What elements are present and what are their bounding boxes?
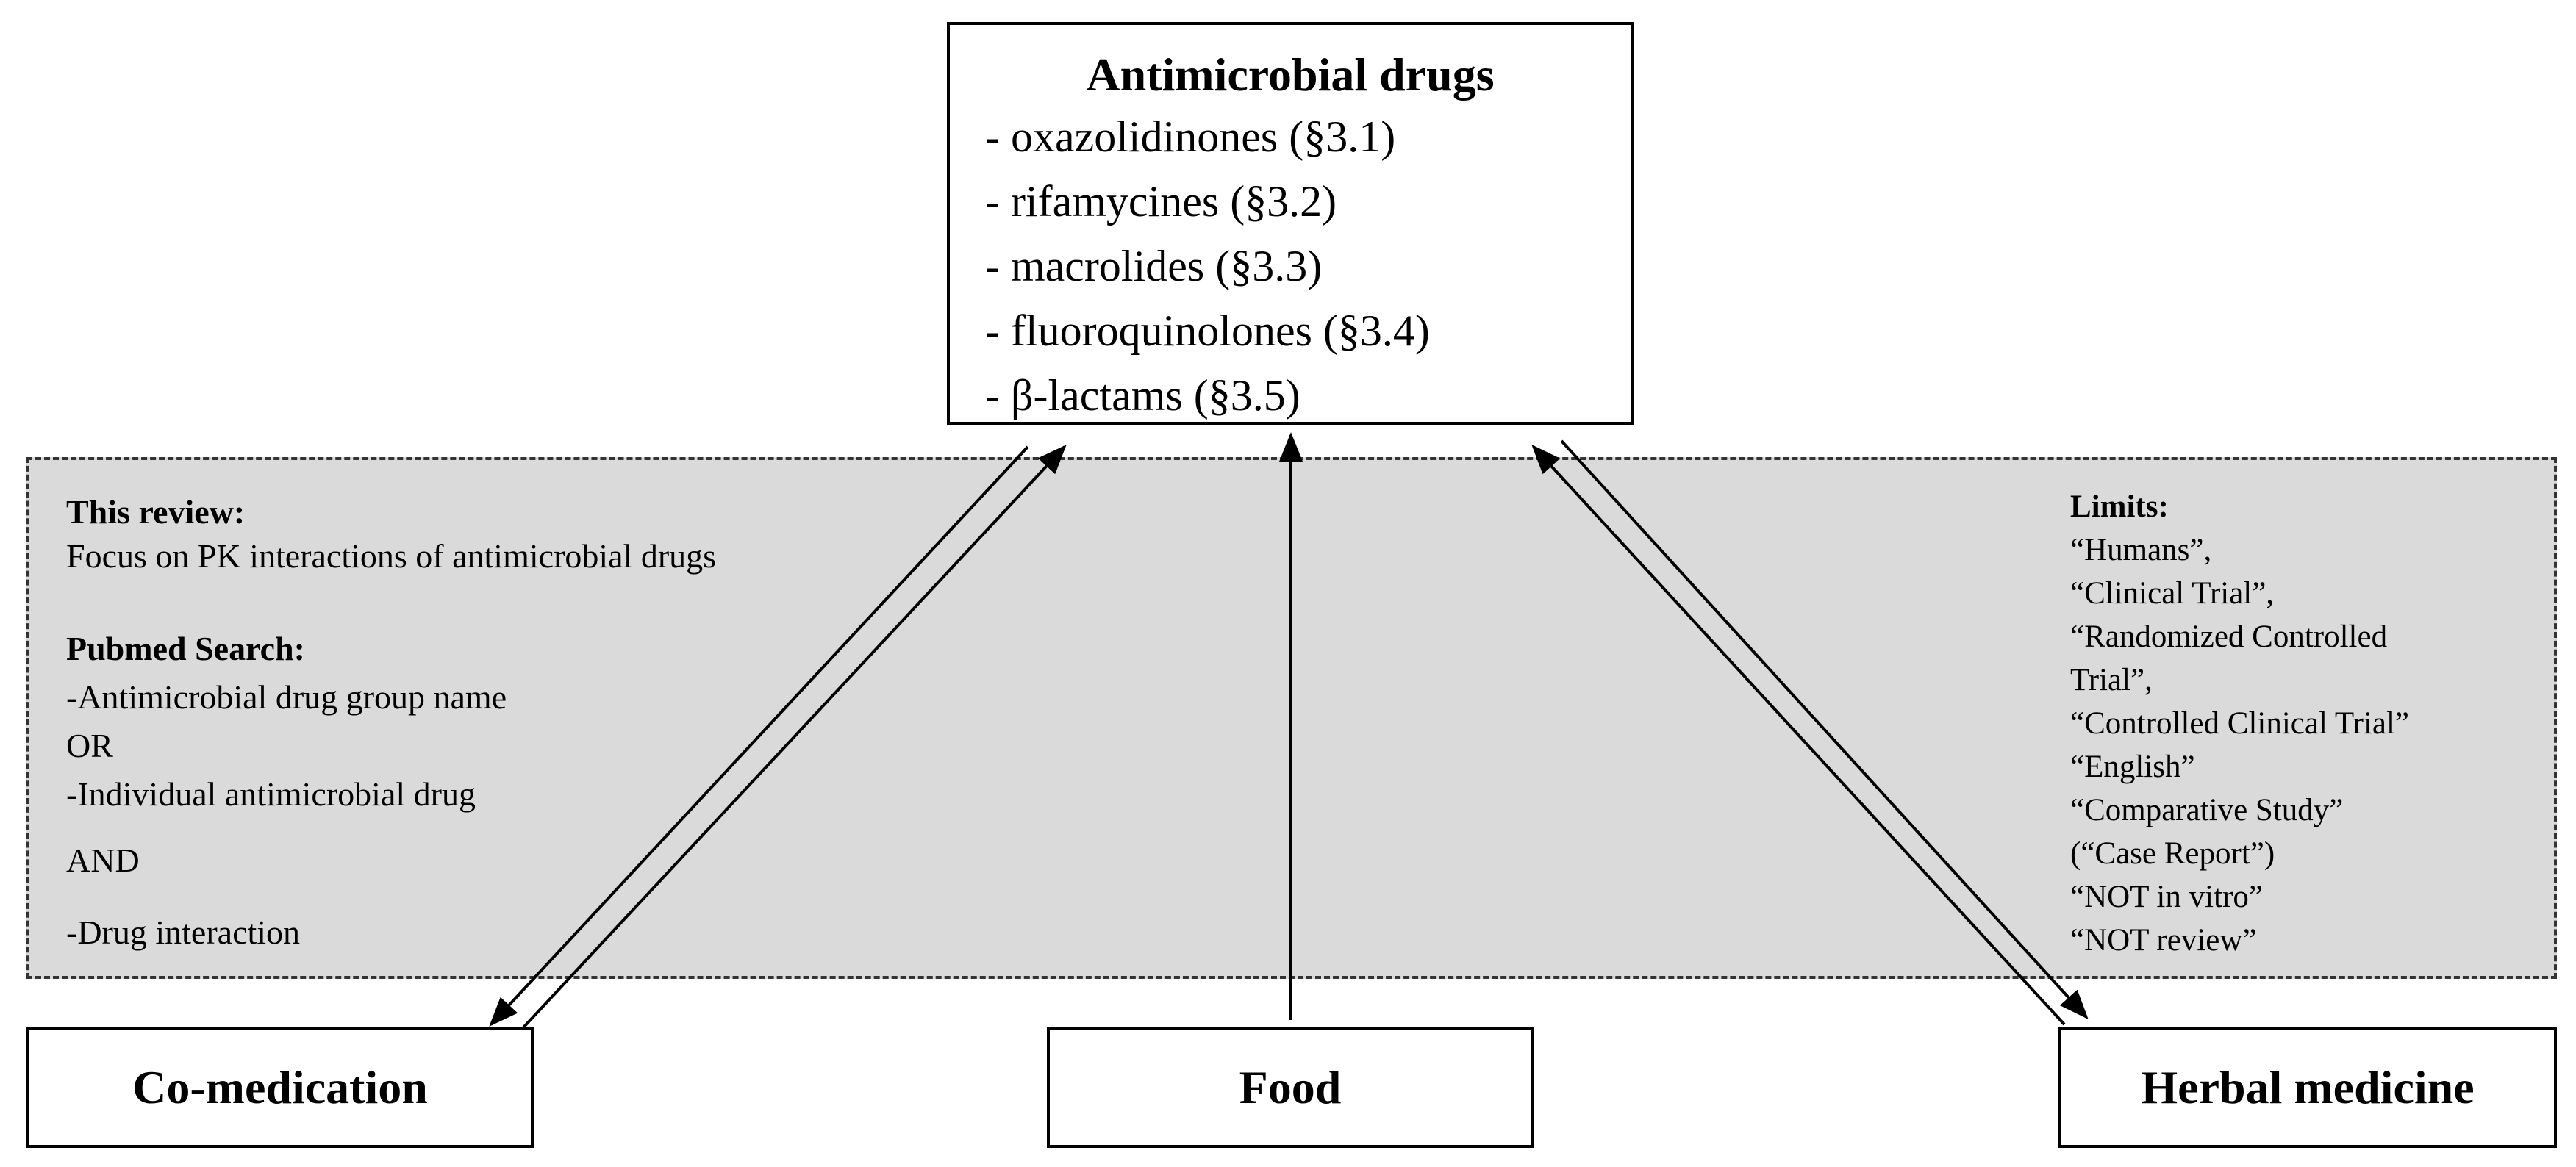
review-text: Focus on PK interactions of antimicrobia… [66,537,717,575]
pubmed-heading: Pubmed Search: [66,630,305,667]
drug-class-item: - macrolides (§3.3) [985,242,1323,290]
limits-item: “NOT review” [2070,923,2257,958]
limits-item: “Comparative Study” [2070,793,2344,827]
drug-class-item: - oxazolidinones (§3.1) [985,112,1396,161]
limits-item: “NOT in vitro” [2070,880,2263,914]
herbal-interaction-arrow [1531,439,2089,1026]
limits-item: “English” [2070,750,2195,784]
comedication-interaction-arrow [489,445,1067,1029]
limits-text: Limits: “Humans”, “Clinical Trial”, “Ran… [2070,485,2541,962]
food-box: Food [1047,1027,1534,1148]
pubmed-line: AND [66,841,140,879]
antimicrobial-drugs-box: Antimicrobial drugs - oxazolidinones (§3… [947,22,1634,425]
limits-item: “Humans”, [2070,533,2212,567]
limits-item: (“Case Report”) [2070,836,2275,871]
review-heading: This review: [66,493,246,531]
limits-item: “Randomized Controlled [2070,620,2388,654]
pubmed-line: -Individual antimicrobial drug [66,775,476,813]
drug-class-item: - rifamycines (§3.2) [985,177,1337,226]
drug-class-item: - β-lactams (§3.5) [985,371,1300,420]
limits-heading: Limits: [2070,489,2169,524]
comedication-box: Co-medication [26,1027,534,1148]
antimicrobial-drugs-title: Antimicrobial drugs [1086,49,1495,101]
drug-class-item: - fluoroquinolones (§3.4) [985,306,1430,355]
limits-item: Trial”, [2070,663,2153,697]
herbal-medicine-box: Herbal medicine [2058,1027,2557,1148]
pubmed-line: OR [66,727,113,764]
limits-item: “Controlled Clinical Trial” [2070,706,2410,741]
pubmed-line: -Drug interaction [66,913,301,951]
limits-item: “Clinical Trial”, [2070,576,2275,611]
pubmed-line: -Antimicrobial drug group name [66,678,507,716]
antimicrobial-drug-list: - oxazolidinones (§3.1) - rifamycines (§… [985,104,1430,428]
